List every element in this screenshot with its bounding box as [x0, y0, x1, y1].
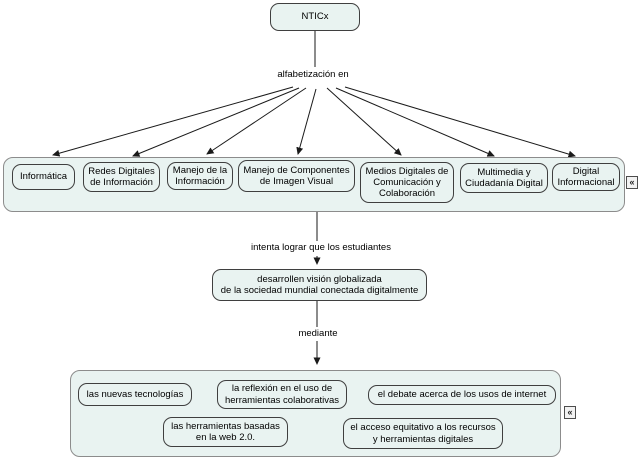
- collapse-means-icon[interactable]: «: [564, 406, 576, 419]
- node-reflexion-herramientas[interactable]: la reflexión en el uso de herramientas c…: [217, 380, 347, 409]
- node-vision-globalizada[interactable]: desarrollen visión globalizada de la soc…: [212, 269, 427, 301]
- node-nticx[interactable]: NTICx: [270, 3, 360, 31]
- node-digital-informacional[interactable]: Digital Informacional: [552, 163, 620, 191]
- link-label-intenta-lograr[interactable]: intenta lograr que los estudiantes: [231, 242, 411, 254]
- link-label-alfabetizacion[interactable]: alfabetización en: [250, 69, 376, 81]
- node-multimedia-ciudadania[interactable]: Multimedia y Ciudadanía Digital: [460, 163, 548, 193]
- node-componentes-imagen-visual[interactable]: Manejo de Componentes de Imagen Visual: [238, 160, 355, 192]
- node-manejo-informacion[interactable]: Manejo de la Información: [167, 162, 233, 190]
- node-redes-digitales[interactable]: Redes Digitales de Información: [83, 162, 160, 192]
- node-acceso-equitativo[interactable]: el acceso equitativo a los recursos y he…: [343, 418, 503, 449]
- link-label-mediante[interactable]: mediante: [278, 328, 358, 340]
- collapse-areas-icon[interactable]: «: [626, 176, 638, 189]
- node-medios-digitales[interactable]: Medios Digitales de Comunicación y Colab…: [360, 162, 454, 203]
- node-herramientas-web20[interactable]: las herramientas basadas en la web 2.0.: [163, 417, 288, 447]
- node-nuevas-tecnologias[interactable]: las nuevas tecnologías: [78, 383, 192, 406]
- node-informatica[interactable]: Informática: [12, 164, 75, 190]
- node-debate-usos-internet[interactable]: el debate acerca de los usos de internet: [368, 385, 556, 405]
